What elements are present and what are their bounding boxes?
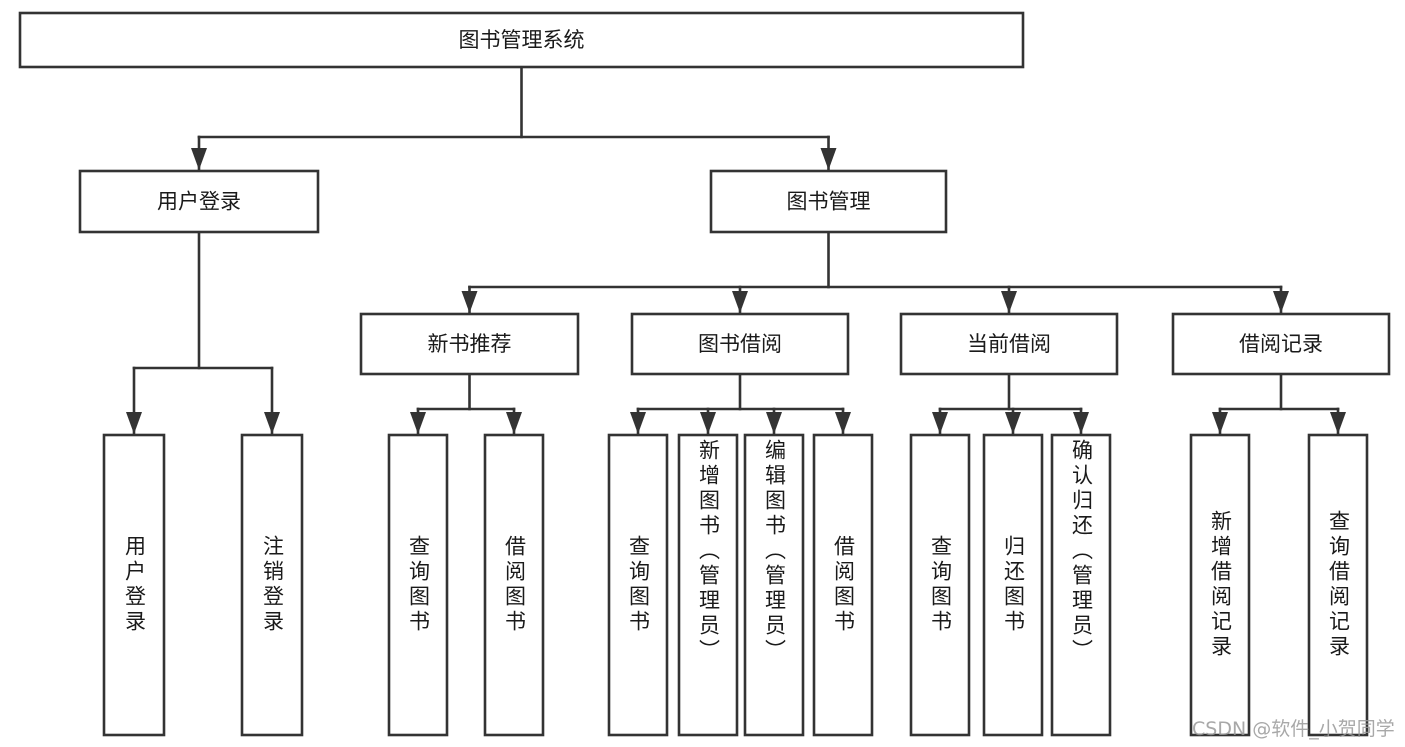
node-box-borrow-record[interactable] — [1171, 312, 1391, 376]
arrow-head-icon — [1273, 291, 1289, 313]
node-box-leaf-edit-book[interactable] — [743, 433, 805, 737]
arrow-head-icon — [700, 412, 716, 434]
arrow-head-icon — [461, 291, 478, 313]
node-label-root: 图书管理系统 — [459, 28, 585, 52]
node-box-leaf-query-record[interactable] — [1307, 433, 1369, 737]
node-box-leaf-query-book-1[interactable] — [387, 433, 449, 737]
node-box-leaf-borrow-book-2[interactable] — [812, 433, 874, 737]
node-box-book-borrow[interactable] — [630, 312, 850, 376]
connector-layer — [126, 65, 1346, 436]
node-label-borrow-record: 借阅记录 — [1239, 332, 1323, 356]
arrow-head-icon — [1001, 291, 1017, 313]
node-box-leaf-confirm-return[interactable] — [1050, 433, 1112, 737]
node-box-leaf-user-login[interactable] — [102, 433, 166, 737]
node-box-current-borrow[interactable] — [899, 312, 1119, 376]
arrow-head-icon — [820, 148, 837, 170]
arrow-head-icon — [1330, 412, 1346, 434]
node-box-leaf-query-book-3[interactable] — [909, 433, 971, 737]
node-box-leaf-query-book-2[interactable] — [607, 433, 669, 737]
node-box-book-manage[interactable] — [709, 169, 948, 234]
arrow-head-icon — [410, 412, 426, 434]
arrow-head-icon — [1212, 412, 1228, 434]
arrow-head-icon — [732, 291, 748, 313]
arrow-head-icon — [191, 148, 207, 170]
node-box-user-login[interactable] — [78, 169, 320, 234]
arrow-head-icon — [126, 412, 142, 434]
node-box-root[interactable] — [18, 11, 1025, 69]
node-box-leaf-logout[interactable] — [240, 433, 304, 737]
arrow-head-icon — [932, 412, 948, 434]
arrow-head-icon — [835, 412, 851, 434]
node-label-current-borrow: 当前借阅 — [967, 332, 1051, 356]
node-box-leaf-return-book[interactable] — [982, 433, 1044, 737]
csdn-watermark: CSDN @软件_小贺同学 — [1192, 718, 1395, 740]
node-box-new-book-recommend[interactable] — [359, 312, 580, 376]
arrow-head-icon — [506, 412, 522, 434]
node-box-layer — [18, 11, 1391, 737]
node-label-user-login: 用户登录 — [157, 190, 241, 214]
node-box-leaf-add-record[interactable] — [1189, 433, 1251, 737]
node-label-book-manage: 图书管理 — [787, 190, 871, 214]
arrow-head-icon — [630, 412, 646, 434]
node-box-leaf-borrow-book-1[interactable] — [483, 433, 545, 737]
arrow-head-icon — [264, 412, 280, 434]
node-label-book-borrow: 图书借阅 — [698, 332, 782, 356]
arrow-head-icon — [1073, 412, 1089, 434]
arrow-head-icon — [1005, 412, 1021, 434]
node-box-leaf-add-book[interactable] — [677, 433, 739, 737]
node-label-new-book-recommend: 新书推荐 — [428, 332, 512, 356]
arrow-head-icon — [766, 412, 782, 434]
